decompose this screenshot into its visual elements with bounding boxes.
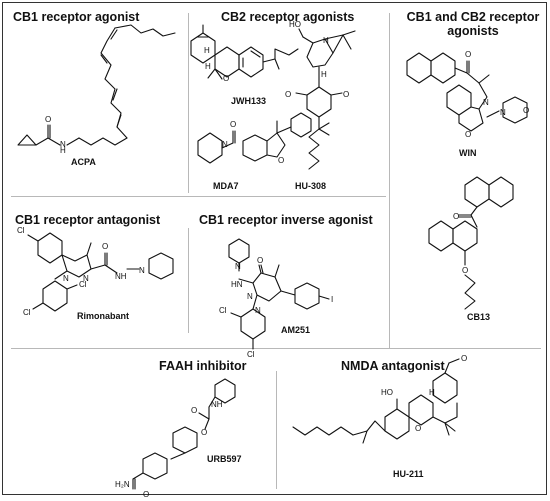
- win-n1: N: [483, 98, 489, 107]
- am251-n2: N: [255, 306, 261, 315]
- rimonabant-o: O: [102, 242, 108, 251]
- hu308-o1: O: [285, 90, 291, 99]
- win-structure: [406, 52, 528, 132]
- hu211-ho: HO: [381, 388, 393, 397]
- hu211-o: O: [415, 424, 421, 433]
- urb597-nh: NH: [211, 400, 223, 409]
- label-mda7: MDA7: [213, 181, 239, 191]
- win-o2: O: [465, 130, 471, 139]
- label-acpa: ACPA: [71, 157, 96, 167]
- label-urb597: URB597: [207, 454, 242, 464]
- jwh133-structure: [190, 24, 299, 80]
- hu211-atoms: HO O H O: [381, 354, 467, 433]
- jwh133-o: O: [223, 74, 229, 83]
- urb597-atoms: NH O O H₂N O: [115, 400, 223, 499]
- win-o3: O: [523, 106, 529, 115]
- am251-cl1: Cl: [219, 306, 227, 315]
- divider-vertical-right: [389, 13, 390, 348]
- title-cb2-agonists: CB2 receptor agonists: [221, 10, 355, 24]
- rimonabant-n-pip: N: [139, 266, 145, 275]
- am251-cl2: Cl: [247, 350, 255, 359]
- am251-o: O: [257, 256, 263, 265]
- mda7-structure: [197, 112, 312, 164]
- cb13-structure: [428, 176, 514, 310]
- jwh133-h2: H: [205, 62, 211, 71]
- label-cb13: CB13: [467, 312, 491, 322]
- divider-vertical-mid: [188, 228, 189, 333]
- acpa-atoms: O H N: [45, 115, 66, 155]
- mda7-n: N: [222, 140, 228, 149]
- urb597-structure: [132, 378, 236, 490]
- mda7-atoms: N O O: [222, 120, 284, 165]
- mda7-o1: O: [230, 120, 236, 129]
- am251-n-pip: N: [235, 262, 241, 271]
- urb597-o1: O: [191, 406, 197, 415]
- acpa-structure: [17, 24, 176, 146]
- cb13-o2: O: [462, 266, 468, 275]
- mda7-o2: O: [278, 156, 284, 165]
- label-jwh133: JWH133: [231, 96, 267, 106]
- divider-vertical-left-top: [188, 13, 189, 193]
- am251-n1: N: [247, 292, 253, 301]
- rimonabant-atoms: Cl O NH N N N Cl Cl: [17, 226, 145, 317]
- am251-hn: HN: [231, 280, 243, 289]
- divider-vertical-bottom: [276, 371, 277, 489]
- hu211-h: H: [429, 388, 435, 397]
- label-am251: AM251: [281, 325, 311, 335]
- urb597-h2n: H₂N: [115, 480, 130, 489]
- acpa-o: O: [45, 115, 51, 124]
- label-win: WIN: [459, 148, 477, 158]
- hu308-h2: H: [321, 70, 327, 79]
- divider-horizontal-bottom: [11, 348, 541, 349]
- label-rimonabant: Rimonabant: [77, 311, 130, 321]
- title-cb1-antagonist: CB1 receptor antagonist: [15, 213, 161, 227]
- title-cb1-agonist: CB1 receptor agonist: [13, 10, 140, 24]
- am251-structure: [228, 238, 330, 350]
- acpa-n: N: [60, 140, 66, 149]
- title-cb1-cb2-agonists: CB1 and CB2 receptor agonists: [403, 10, 543, 38]
- urb597-o2: O: [201, 428, 207, 437]
- hu308-h1: H: [323, 36, 329, 45]
- rimonabant-cl2: Cl: [79, 280, 87, 289]
- urb597-o3: O: [143, 490, 149, 499]
- hu211-structure: [292, 358, 460, 444]
- title-cb1-inverse-agonist: CB1 receptor inverse agonist: [199, 213, 373, 227]
- title-cb1-cb2-line1: CB1 and CB2 receptor: [406, 10, 540, 24]
- win-n2: N: [500, 108, 506, 117]
- jwh133-atoms: O H H: [204, 46, 229, 83]
- title-cb1-cb2-line2: agonists: [447, 24, 499, 38]
- hu211-oh: O: [461, 354, 467, 363]
- win-o1: O: [465, 50, 471, 59]
- hu308-structure: [295, 28, 356, 170]
- title-nmda-antagonist: NMDA antagonist: [341, 359, 445, 373]
- title-faah-inhibitor: FAAH inhibitor: [159, 359, 247, 373]
- rimonabant-n2: N: [83, 274, 89, 283]
- hu308-atoms: HO O O H H: [285, 20, 349, 99]
- rimonabant-structure: [27, 232, 174, 312]
- label-hu211: HU-211: [393, 469, 424, 479]
- am251-atoms: N HN O N N I Cl Cl: [219, 256, 333, 359]
- cb13-o1: O: [453, 212, 459, 221]
- hu308-ho: HO: [289, 20, 301, 29]
- rimonabant-nh: NH: [115, 272, 127, 281]
- divider-horizontal-top: [11, 196, 386, 197]
- am251-i: I: [331, 295, 333, 304]
- rimonabant-cl3: Cl: [23, 308, 31, 317]
- rimonabant-cl1: Cl: [17, 226, 25, 235]
- rimonabant-n1: N: [63, 274, 69, 283]
- acpa-h: H: [60, 146, 66, 155]
- cb13-atoms: O O: [453, 212, 468, 275]
- jwh133-h1: H: [204, 46, 210, 55]
- win-atoms: O N O N O: [465, 50, 529, 139]
- label-hu308: HU-308: [295, 181, 327, 191]
- hu308-o2: O: [343, 90, 349, 99]
